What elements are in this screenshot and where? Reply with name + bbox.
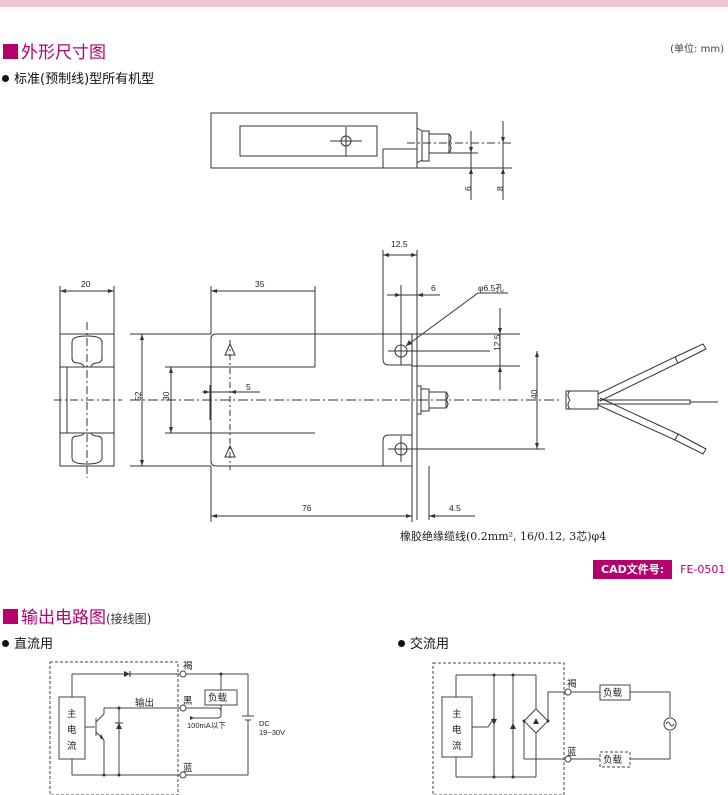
cad-label: CAD文件号:: [593, 560, 673, 579]
bullet-dot-icon: [398, 640, 405, 647]
front-view-body: [210, 333, 413, 467]
dc-circuit-label: 直流用: [2, 633, 53, 652]
dim-6-mount: 6: [431, 283, 436, 293]
dim-8: 8: [495, 186, 505, 191]
ac-label-text: 交流用: [410, 637, 450, 652]
square-bullet-icon: [3, 44, 18, 59]
hole-diameter-label: φ6.5孔: [478, 283, 504, 293]
dim-5: 5: [246, 382, 251, 392]
dc-main-char-1: 主: [67, 708, 77, 720]
dc-supply-voltage: 19~30V: [259, 728, 285, 737]
dc-black-wire: 黑: [183, 696, 193, 707]
ac-main-char-1: 主: [452, 708, 462, 720]
dc-output-label: 输出: [135, 697, 154, 709]
ac-main-char-2: 电: [452, 724, 462, 736]
cad-file-badge: CAD文件号: FE-0501: [593, 560, 726, 579]
dim-30: 30: [161, 391, 171, 401]
top-view-window: [239, 125, 378, 157]
bridge-rectifier-icon: [523, 708, 549, 734]
section-title-circuit: 输出电路图(接线图): [3, 603, 151, 628]
dc-label-text: 直流用: [14, 637, 54, 652]
dc-sensor-boundary: [49, 661, 179, 795]
bullet-dot-icon: [2, 75, 9, 82]
section-subtitle: (接线图): [106, 612, 152, 626]
ac-circuit-label: 交流用: [398, 633, 449, 652]
dim-40: 40: [529, 389, 539, 399]
ac-source-icon: [663, 717, 677, 731]
ac-brown-wire: 褐: [567, 678, 577, 690]
dc-main-char-2: 电: [67, 724, 77, 736]
cad-value[interactable]: FE-0501: [680, 563, 726, 576]
section-title-text: 外形尺寸图: [21, 43, 106, 63]
dim-6: 6: [463, 186, 473, 191]
cable-spec-note: 橡胶绝缘缆线(0.2mm², 16/0.12, 3芯)φ4: [400, 530, 607, 543]
section-title-dimensions: 外形尺寸图: [3, 38, 106, 63]
dc-current-label: 100mA以下: [187, 721, 226, 730]
section-title-text: 输出电路图: [21, 608, 106, 628]
dim-76: 76: [302, 503, 312, 513]
ac-sensor-boundary: [432, 662, 565, 795]
dim-12-5-v: 12.5: [492, 334, 502, 351]
top-view-body: [210, 112, 418, 169]
bullet-dot-icon: [2, 640, 9, 647]
dc-supply-label: DC: [259, 719, 270, 728]
dc-brown-wire: 褐: [183, 660, 193, 672]
ac-main-char-3: 流: [452, 740, 462, 752]
dim-52: 52: [133, 391, 143, 401]
ac-blue-wire: 蓝: [567, 746, 577, 758]
dim-20: 20: [81, 279, 91, 289]
subtitle-text: 标准(预制线)型所有机型: [14, 72, 155, 87]
ac-load-label-2: 负载: [603, 754, 623, 766]
subtitle-standard-models: 标准(预制线)型所有机型: [2, 68, 154, 87]
dc-blue-wire: 蓝: [183, 762, 193, 774]
unit-note: (单位: mm): [670, 44, 724, 55]
dim-12-5-h: 12.5: [391, 239, 408, 249]
square-bullet-icon: [3, 609, 18, 624]
ac-load-label-1: 负载: [603, 687, 623, 699]
dc-main-char-3: 流: [67, 740, 77, 752]
dim-4-5: 4.5: [449, 503, 461, 513]
dc-load-label: 负载: [208, 692, 228, 704]
top-accent-bar: [0, 0, 728, 7]
dim-35: 35: [255, 279, 265, 289]
